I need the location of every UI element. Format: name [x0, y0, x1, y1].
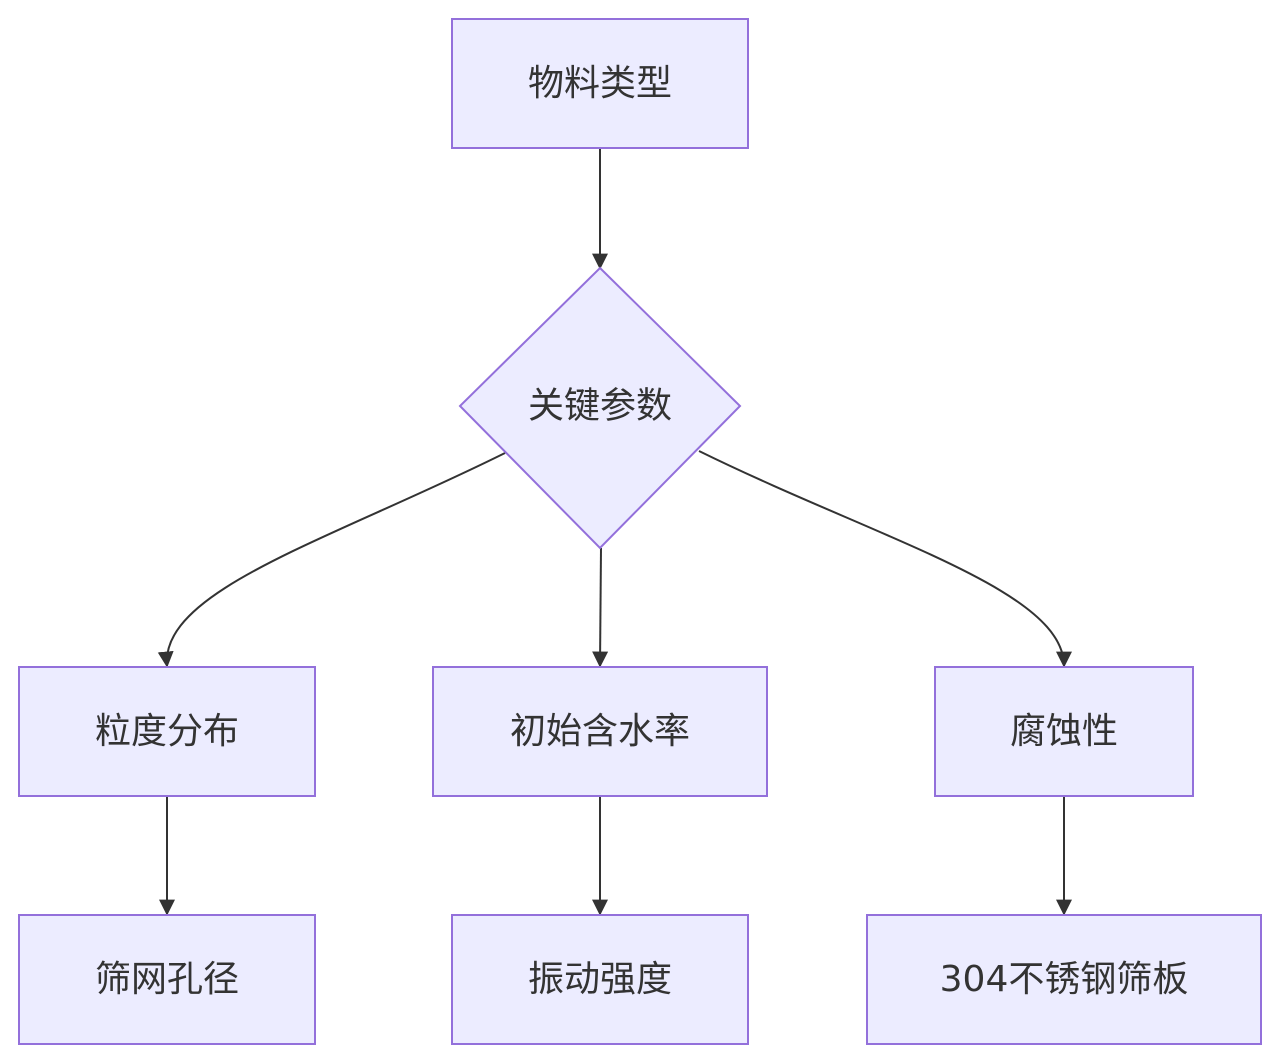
node-box — [451, 914, 749, 1045]
node-box — [432, 666, 768, 797]
node-label: 筛网孔径 — [95, 959, 239, 1000]
edge-key-params-to-corrosiveness — [698, 450, 1072, 668]
node-label: 粒度分布 — [95, 711, 239, 752]
node-label: 振动强度 — [528, 959, 672, 1000]
edge-key-params-to-initial-moisture — [592, 547, 609, 668]
node-particle-size: 粒度分布 — [18, 666, 316, 797]
node-label: 初始含水率 — [510, 711, 690, 752]
edge-key-params-to-particle-size — [157, 452, 506, 668]
node-key-params: 关键参数 — [458, 266, 742, 550]
node-box — [934, 666, 1194, 797]
decision-diamond — [458, 266, 742, 550]
node-label: 关键参数 — [528, 386, 672, 427]
node-stainless-plate: 304不锈钢筛板 — [866, 914, 1262, 1045]
node-screen-aperture: 筛网孔径 — [18, 914, 316, 1045]
node-label: 腐蚀性 — [1010, 711, 1118, 752]
node-box — [18, 666, 316, 797]
node-label: 304不锈钢筛板 — [940, 959, 1189, 1000]
node-corrosiveness: 腐蚀性 — [934, 666, 1194, 797]
edges — [157, 149, 1072, 916]
node-box — [18, 914, 316, 1045]
node-label: 物料类型 — [528, 63, 672, 104]
node-initial-moisture: 初始含水率 — [432, 666, 768, 797]
node-material-type: 物料类型 — [451, 18, 749, 149]
node-vibration-intensity: 振动强度 — [451, 914, 749, 1045]
node-box — [866, 914, 1262, 1045]
node-box — [451, 18, 749, 149]
